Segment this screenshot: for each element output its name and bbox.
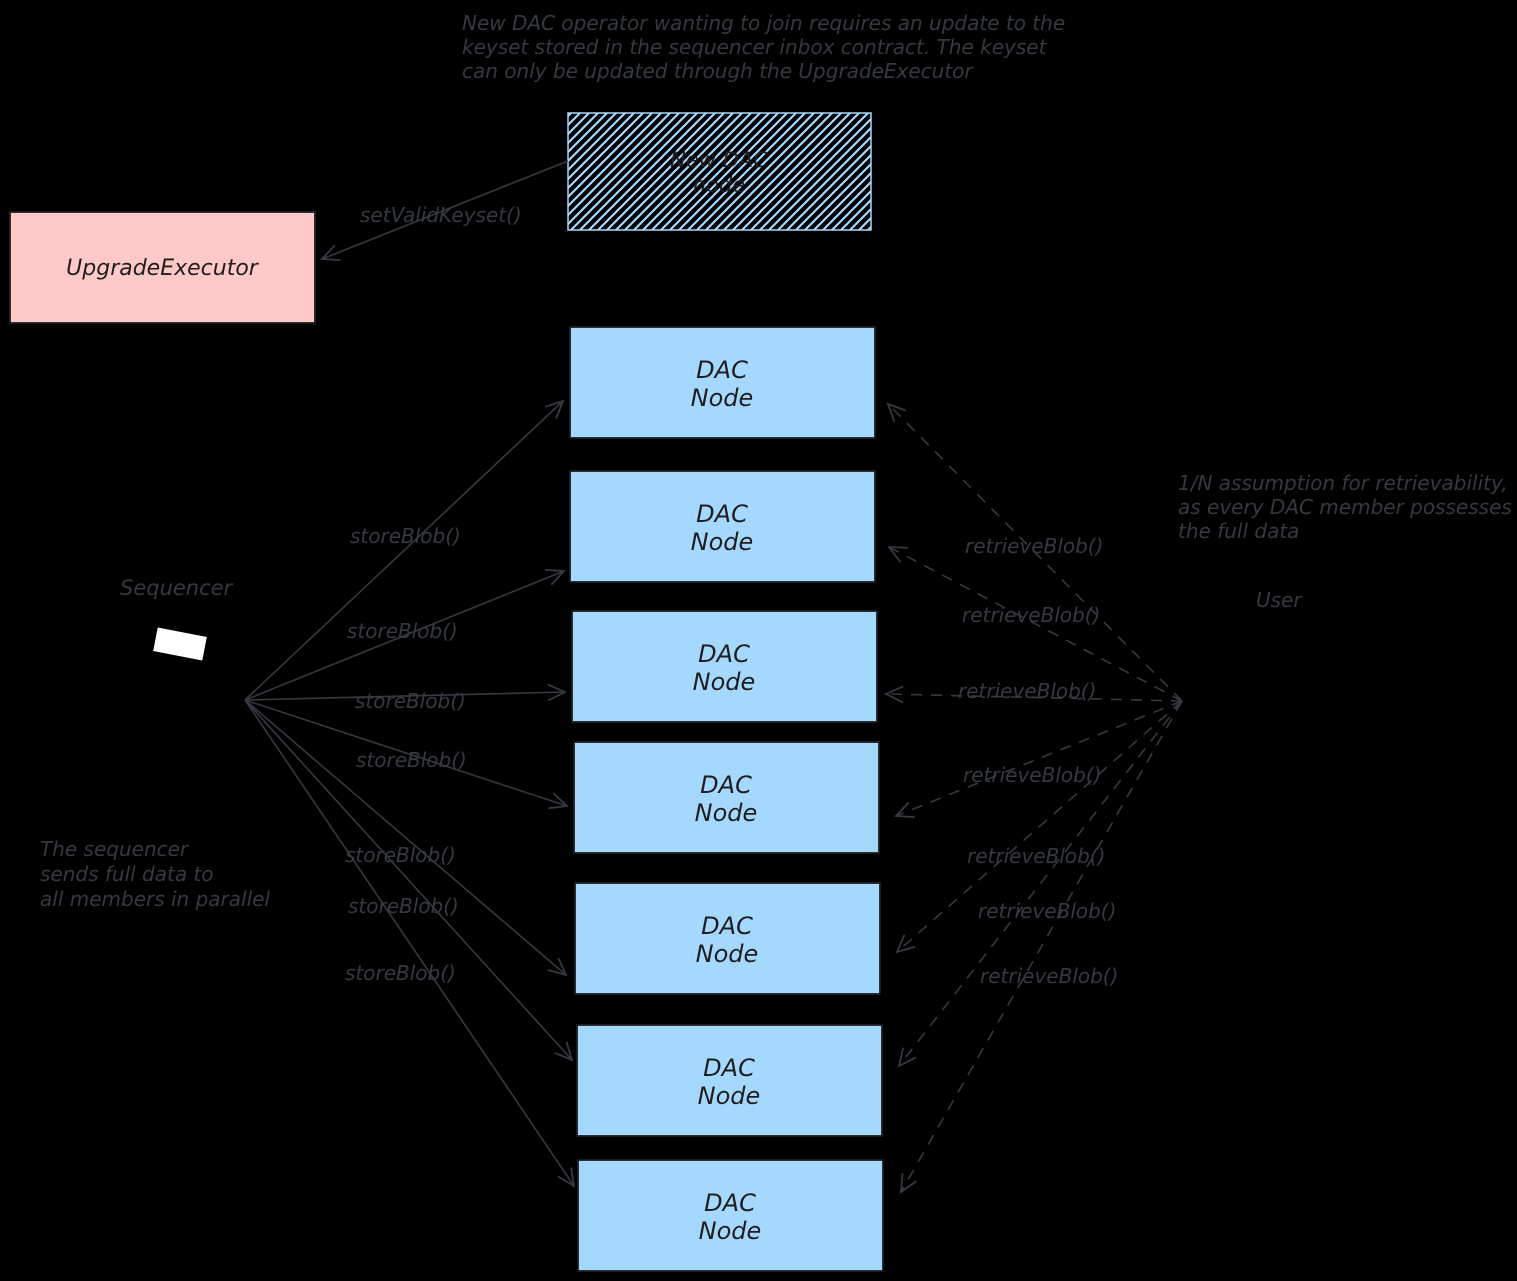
dac-node-rect [574, 882, 881, 995]
store-blob-arrow [244, 699, 576, 1188]
dac-node-rect [577, 1159, 884, 1272]
store-blob-label: storeBlob() [345, 961, 456, 985]
store-blob-label: storeBlob() [350, 524, 461, 548]
dac-node-label-line1: DAC [696, 500, 748, 528]
upgrade-executor-box: UpgradeExecutor [9, 211, 316, 324]
dac-node-label-line1: DAC [698, 640, 750, 668]
note-keyset-update-line3: can only be updated through the UpgradeE… [462, 59, 974, 83]
note-retrievability-line3: the full data [1178, 519, 1299, 543]
upgrade-executor-label: UpgradeExecutor [66, 256, 260, 281]
store-blob-label: storeBlob() [355, 689, 466, 713]
retrieve-blob-arrow [886, 402, 1183, 702]
note-sequencer-parallel-line1: The sequencer [40, 837, 190, 861]
retrieve-blob-arrow [887, 546, 1183, 702]
retrieve-blob-label: retrieveBlob() [980, 964, 1118, 988]
sequencer-label: Sequencer [120, 576, 234, 600]
note-sequencer-parallel-line3: all members in parallel [40, 887, 270, 911]
dac-node-box: DAC Node [571, 610, 878, 723]
note-retrievability-line2: as every DAC member possesses [1178, 495, 1512, 519]
retrieve-blob-arrows [883, 402, 1183, 1194]
note-retrievability: 1/N assumption for retrievability, as ev… [1178, 471, 1512, 543]
new-dac-node-rect [567, 112, 872, 231]
dac-node-label-line2: Node [695, 799, 758, 827]
sequencer-shape [153, 627, 207, 661]
dac-node-box: DAC Node [569, 470, 876, 583]
store-blob-arrow [244, 699, 568, 977]
new-dac-node-box: New DAC node [567, 112, 872, 231]
dac-node-rect [573, 741, 880, 854]
dac-node-label-line2: Node [696, 940, 759, 968]
note-keyset-update: New DAC operator wanting to join require… [462, 11, 1065, 83]
dac-node-label-line1: DAC [700, 771, 752, 799]
new-dac-node-label-line1: New DAC [670, 148, 768, 172]
store-blob-label: storeBlob() [345, 843, 456, 867]
dac-node-box: DAC Node [573, 741, 880, 854]
note-sequencer-parallel-line2: sends full data to [40, 862, 214, 886]
dac-node-box: DAC Node [577, 1159, 884, 1272]
set-valid-keyset-arrow [320, 160, 569, 262]
upgrade-executor-rect [9, 211, 316, 324]
dac-node-box: DAC Node [574, 882, 881, 995]
dac-node-label-line2: Node [693, 668, 756, 696]
retrieve-blob-arrow [894, 700, 1183, 818]
dac-node-label-line2: Node [691, 528, 754, 556]
store-blob-label: storeBlob() [347, 619, 458, 643]
store-blob-arrow [244, 399, 565, 701]
store-blob-label: storeBlob() [348, 894, 459, 918]
store-blob-arrow [244, 683, 568, 702]
retrieve-blob-arrow [899, 700, 1183, 1194]
store-blob-arrow [244, 569, 566, 701]
store-blob-labels: storeBlob() storeBlob() storeBlob() stor… [345, 524, 467, 985]
retrieve-blob-arrow [895, 700, 1183, 954]
store-blob-label: storeBlob() [356, 748, 467, 772]
dac-node-label-line1: DAC [703, 1054, 755, 1082]
retrieve-blob-label: retrieveBlob() [967, 844, 1105, 868]
store-blob-arrow [244, 699, 570, 810]
retrieve-blob-label: retrieveBlob() [965, 534, 1103, 558]
dac-node-label-line2: Node [698, 1082, 761, 1110]
retrieve-blob-label: retrieveBlob() [958, 679, 1096, 703]
store-blob-arrow [244, 699, 574, 1062]
dac-node-label-line2: Node [699, 1217, 762, 1245]
dac-node-label-line2: Node [691, 384, 754, 412]
retrieve-blob-label: retrieveBlob() [978, 899, 1116, 923]
retrieve-blob-labels: retrieveBlob() retrieveBlob() retrieveBl… [958, 534, 1118, 988]
note-keyset-update-line1: New DAC operator wanting to join require… [462, 11, 1065, 35]
retrieve-blob-arrow [897, 700, 1183, 1068]
store-blob-arrows [244, 399, 576, 1188]
dac-node-rect [569, 470, 876, 583]
dac-node-box: DAC Node [576, 1024, 883, 1137]
dac-node-rect [569, 326, 876, 439]
note-retrievability-line1: 1/N assumption for retrievability, [1178, 471, 1508, 495]
dac-node-rect [576, 1024, 883, 1137]
note-sequencer-parallel: The sequencer sends full data to all mem… [40, 837, 270, 911]
retrieve-blob-label: retrieveBlob() [963, 763, 1101, 787]
dac-node-label-line1: DAC [696, 356, 748, 384]
new-dac-node-label-line2: node [693, 173, 745, 197]
dac-node-box: DAC Node [569, 326, 876, 439]
dac-node-rect [571, 610, 878, 723]
dac-node-label-line1: DAC [704, 1189, 756, 1217]
note-keyset-update-line2: keyset stored in the sequencer inbox con… [462, 35, 1048, 59]
user-label: User [1256, 588, 1303, 612]
retrieve-blob-label: retrieveBlob() [962, 603, 1100, 627]
retrieve-blob-arrow [883, 685, 1183, 704]
set-valid-keyset-label: setValidKeyset() [360, 203, 522, 227]
dac-node-label-line1: DAC [701, 912, 753, 940]
